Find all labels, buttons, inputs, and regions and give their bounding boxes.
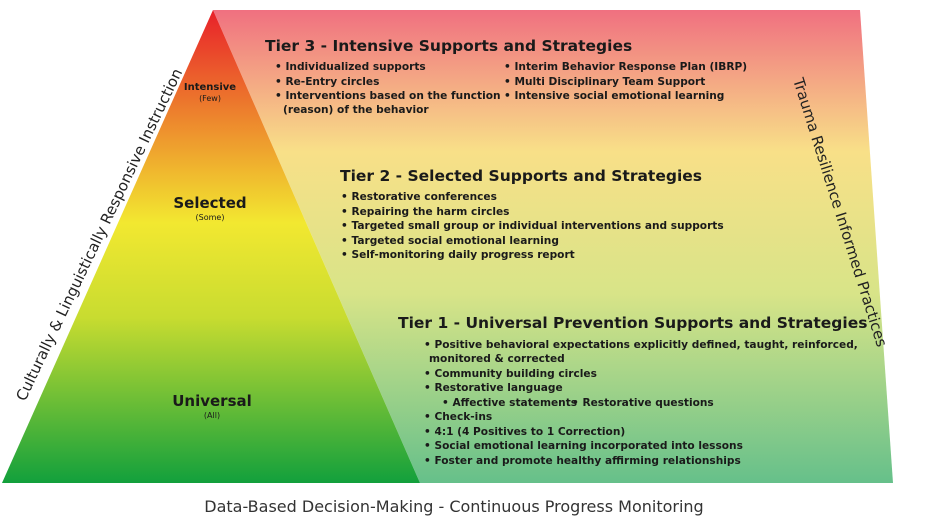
tier1-title: Tier 1 - Universal Prevention Supports a… bbox=[398, 314, 867, 332]
tier3-section: Tier 3 - Intensive Supports and Strategi… bbox=[265, 37, 747, 116]
list-item: • Foster and promote healthy affirming r… bbox=[424, 455, 741, 467]
list-item: • Self-monitoring daily progress report bbox=[341, 249, 575, 261]
list-item: • Social emotional learning incorporated… bbox=[424, 440, 743, 452]
tier-trapezoid bbox=[213, 10, 893, 483]
list-item: • Targeted social emotional learning bbox=[341, 235, 559, 247]
level-selected: Selected bbox=[173, 194, 246, 212]
level-intensive: Intensive bbox=[184, 82, 236, 93]
list-item: • Interim Behavior Response Plan (IBRP) bbox=[504, 61, 747, 73]
list-item: • Restorative conferences bbox=[341, 191, 497, 203]
footer-caption: Data-Based Decision-Making - Continuous … bbox=[204, 497, 703, 516]
list-item: • Interventions based on the function bbox=[275, 90, 501, 102]
list-item: • Restorative language bbox=[424, 382, 563, 394]
tier1-section: Tier 1 - Universal Prevention Supports a… bbox=[398, 314, 867, 467]
list-item: • Positive behavioral expectations expli… bbox=[424, 339, 858, 351]
list-item: • Check-ins bbox=[424, 411, 492, 423]
tier2-title: Tier 2 - Selected Supports and Strategie… bbox=[340, 167, 702, 185]
list-item: • 4:1 (4 Positives to 1 Correction) bbox=[424, 426, 625, 438]
list-item: • Individualized supports bbox=[275, 61, 426, 73]
list-item: • Community building circles bbox=[424, 368, 597, 380]
list-item: • Re-Entry circles bbox=[275, 76, 379, 88]
tier3-title: Tier 3 - Intensive Supports and Strategi… bbox=[265, 37, 632, 55]
list-item: • Multi Disciplinary Team Support bbox=[504, 76, 705, 88]
level-universal-sub: (All) bbox=[204, 411, 220, 420]
tier2-section: Tier 2 - Selected Supports and Strategie… bbox=[340, 167, 724, 261]
level-triangle bbox=[2, 10, 420, 483]
list-item: • Restorative questions bbox=[572, 397, 714, 409]
list-item: monitored & corrected bbox=[429, 353, 565, 365]
list-item: • Repairing the harm circles bbox=[341, 206, 510, 218]
level-intensive-sub: (Few) bbox=[199, 94, 221, 103]
list-item: • Affective statements bbox=[442, 397, 577, 409]
list-item: • Intensive social emotional learning bbox=[504, 90, 724, 102]
list-item: (reason) of the behavior bbox=[283, 104, 429, 116]
list-item: • Targeted small group or individual int… bbox=[341, 220, 724, 232]
level-selected-sub: (Some) bbox=[196, 213, 225, 222]
level-universal: Universal bbox=[172, 392, 252, 410]
